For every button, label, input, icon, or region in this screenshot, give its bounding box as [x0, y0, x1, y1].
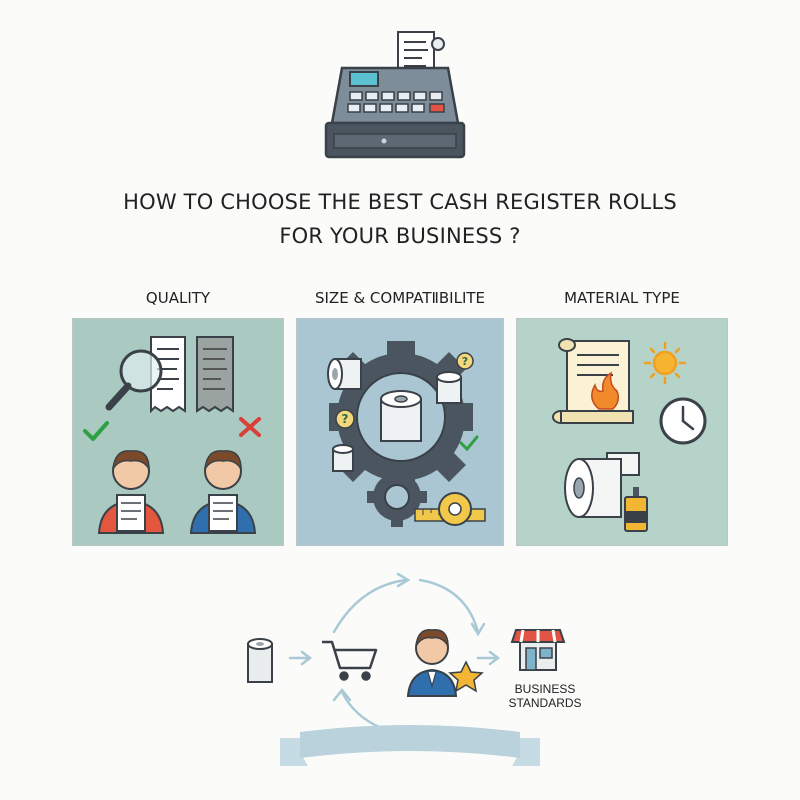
receipt-icon: [196, 336, 234, 413]
clock-icon: [659, 397, 707, 445]
page-subtitle: FOR YOUR BUSINESS ?: [279, 224, 521, 248]
material-panel: [516, 318, 728, 546]
question-icon: ?: [335, 409, 355, 429]
paper-roll-icon: [436, 371, 462, 404]
quality-panel: [72, 318, 284, 546]
receipt-icon: [150, 336, 186, 414]
person-icon: [189, 450, 257, 534]
bottle-icon: [624, 487, 648, 532]
star-icon: [448, 660, 484, 693]
person-icon: [406, 629, 458, 697]
svg-text:?: ?: [342, 412, 349, 426]
panel-label-quality: QUALITY: [145, 289, 211, 307]
page-title: HOW TO CHOOSE THE BEST CASH REGISTER ROL…: [123, 190, 677, 214]
cross-icon: [239, 417, 261, 437]
arrow-icon: [288, 572, 501, 738]
business-standards-label: BUSINESS STANDARDS: [508, 682, 582, 710]
flow-diagram: [247, 572, 566, 766]
gear-icon: [367, 467, 427, 527]
shopping-cart-icon: [322, 640, 378, 681]
panel-label-size: SIZE & COMPATⅡBILITE: [314, 289, 486, 307]
check-icon: [83, 421, 109, 441]
fire-icon: [591, 371, 620, 410]
business-label-line1: BUSINESS: [514, 682, 576, 696]
paper-roll-icon: [380, 390, 422, 442]
check-icon: [459, 435, 479, 452]
sun-icon: [643, 341, 687, 385]
panel-label-material: MATERIAL TYPE: [564, 289, 680, 307]
paper-roll-icon: [564, 452, 640, 518]
question-icon: ?: [456, 352, 474, 370]
business-label-line2: STANDARDS: [508, 696, 582, 710]
magnifier-icon: [105, 349, 163, 411]
size-panel: ? ?: [296, 318, 504, 546]
paper-roll-icon: [247, 638, 273, 683]
storefront-icon: [510, 629, 566, 671]
scroll-icon: [552, 338, 634, 424]
tape-measure-icon: [414, 492, 486, 526]
svg-text:?: ?: [462, 355, 468, 368]
person-icon: [97, 450, 165, 534]
cash-register-icon: [324, 31, 466, 159]
banner-icon: [280, 725, 540, 766]
paper-roll-icon: [332, 444, 354, 472]
paper-roll-icon: [327, 358, 362, 390]
